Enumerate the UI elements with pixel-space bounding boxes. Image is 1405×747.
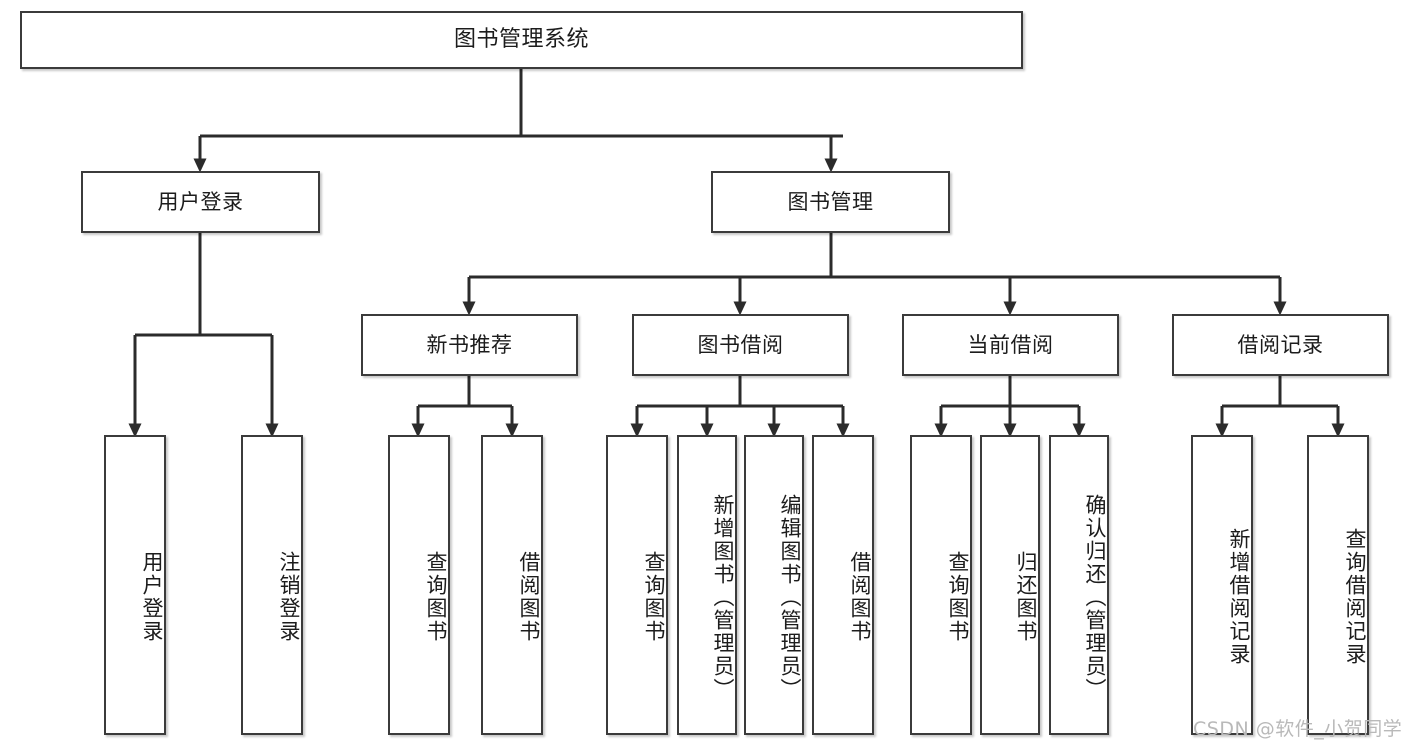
node-borrow-record-label: 借阅记录 (1237, 332, 1324, 357)
node-leaf-query-record-label: 查询借阅记录 (1343, 528, 1367, 666)
node-new-book-recommendation-label: 新书推荐 (426, 332, 513, 357)
node-leaf-query-record[interactable]: 查询借阅记录 (1307, 435, 1369, 735)
node-leaf-add-record-label: 新增借阅记录 (1227, 528, 1251, 666)
node-leaf-edit-book[interactable]: 编辑图书（管理员） (744, 435, 804, 735)
node-current-borrowing[interactable]: 当前借阅 (902, 314, 1119, 376)
node-user-login[interactable]: 用户登录 (81, 171, 320, 233)
node-book-management-label: 图书管理 (787, 189, 874, 214)
node-leaf-add-book-label: 新增图书（管理员） (711, 493, 735, 701)
node-leaf-edit-book-label: 编辑图书（管理员） (778, 493, 802, 701)
node-leaf-confirm-return[interactable]: 确认归还（管理员） (1049, 435, 1109, 735)
node-leaf-logout[interactable]: 注销登录 (241, 435, 303, 735)
node-borrow-record[interactable]: 借阅记录 (1172, 314, 1389, 376)
node-root[interactable]: 图书管理系统 (20, 11, 1023, 69)
node-leaf-query-book-1-label: 查询图书 (424, 551, 448, 643)
node-new-book-recommendation[interactable]: 新书推荐 (361, 314, 578, 376)
node-leaf-user-login[interactable]: 用户登录 (104, 435, 166, 735)
node-leaf-borrow-book-2-label: 借阅图书 (848, 551, 872, 643)
node-leaf-query-book-3[interactable]: 查询图书 (910, 435, 972, 735)
node-leaf-user-login-label: 用户登录 (140, 551, 164, 643)
node-root-label: 图书管理系统 (453, 27, 589, 53)
node-user-login-label: 用户登录 (157, 189, 244, 214)
node-leaf-add-record[interactable]: 新增借阅记录 (1191, 435, 1253, 735)
node-leaf-return-book-label: 归还图书 (1014, 551, 1038, 643)
node-leaf-query-book-2-label: 查询图书 (642, 551, 666, 643)
node-leaf-confirm-return-label: 确认归还（管理员） (1083, 493, 1107, 701)
node-book-borrowing[interactable]: 图书借阅 (632, 314, 849, 376)
node-leaf-borrow-book-1-label: 借阅图书 (517, 551, 541, 643)
node-book-management[interactable]: 图书管理 (711, 171, 950, 233)
node-leaf-query-book-2[interactable]: 查询图书 (606, 435, 668, 735)
node-book-borrowing-label: 图书借阅 (697, 332, 784, 357)
node-leaf-add-book[interactable]: 新增图书（管理员） (677, 435, 737, 735)
node-leaf-query-book-3-label: 查询图书 (946, 551, 970, 643)
node-leaf-borrow-book-2[interactable]: 借阅图书 (812, 435, 874, 735)
csdn-watermark: CSDN @软件_小贺同学 (1193, 718, 1403, 740)
node-current-borrowing-label: 当前借阅 (967, 332, 1054, 357)
node-leaf-query-book-1[interactable]: 查询图书 (388, 435, 450, 735)
node-leaf-borrow-book-1[interactable]: 借阅图书 (481, 435, 543, 735)
node-leaf-logout-label: 注销登录 (277, 551, 301, 643)
node-leaf-return-book[interactable]: 归还图书 (980, 435, 1040, 735)
